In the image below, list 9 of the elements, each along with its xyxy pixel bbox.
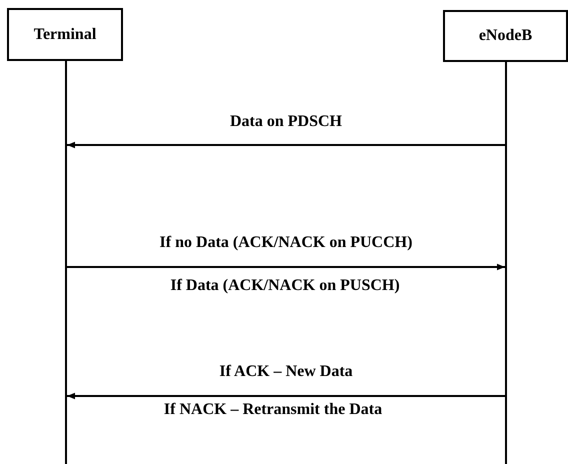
lifeline [505, 62, 507, 464]
participant-box [443, 10, 568, 62]
participant-box [7, 8, 123, 61]
lifeline [65, 61, 67, 464]
participant-name: eNodeB [478, 26, 532, 46]
participant-name: Terminal [34, 24, 96, 44]
arrow [67, 264, 505, 270]
arrow [67, 392, 505, 400]
arrow [67, 142, 505, 148]
